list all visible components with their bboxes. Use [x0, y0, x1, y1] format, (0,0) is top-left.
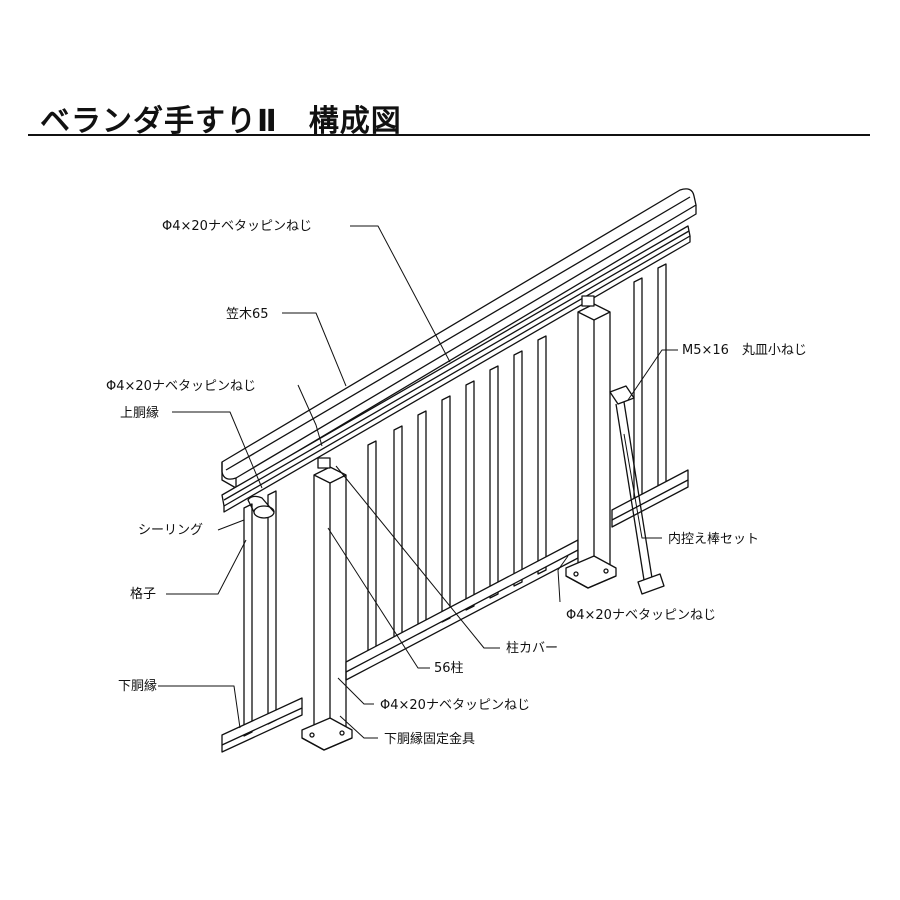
sealing-element: [247, 495, 275, 519]
balusters-middle: [367, 335, 547, 660]
label-lower-rail: 下胴縁: [118, 678, 157, 694]
post-right: [565, 295, 617, 589]
balusters-left: [243, 490, 277, 737]
label-screw-upper: Φ4×20ナベタッピンねじ: [106, 379, 256, 394]
label-sealing: シーリング: [138, 523, 203, 538]
label-upper-rail: 上胴縁: [120, 405, 159, 421]
label-screw-lower: Φ4×20ナベタッピンねじ: [380, 698, 530, 713]
label-screw-top: Φ4×20ナベタッピンねじ: [162, 219, 312, 234]
upper-rail: [221, 225, 691, 513]
label-brace-set: 内控え棒セット: [668, 531, 759, 547]
lower-rail-left: [221, 697, 303, 753]
post-left: [301, 457, 353, 751]
label-post56: 56柱: [434, 661, 464, 676]
label-lower-bracket: 下胴縁固定金具: [384, 731, 475, 747]
kasagi-handrail: [221, 188, 697, 489]
label-kasagi: 笠木65: [226, 307, 269, 322]
label-post-cover: 柱カバー: [506, 641, 558, 656]
title-underline: [28, 134, 870, 136]
page-title: ベランダ手すりⅡ 構成図: [40, 104, 402, 139]
lower-rail-right: [611, 469, 689, 528]
leader-lines: [158, 225, 678, 739]
label-baluster: 格子: [130, 586, 156, 602]
label-screw-right: Φ4×20ナベタッピンねじ: [566, 608, 716, 623]
label-m5-screw: M5×16 丸皿小ねじ: [682, 343, 807, 358]
balusters-right: [633, 263, 667, 500]
